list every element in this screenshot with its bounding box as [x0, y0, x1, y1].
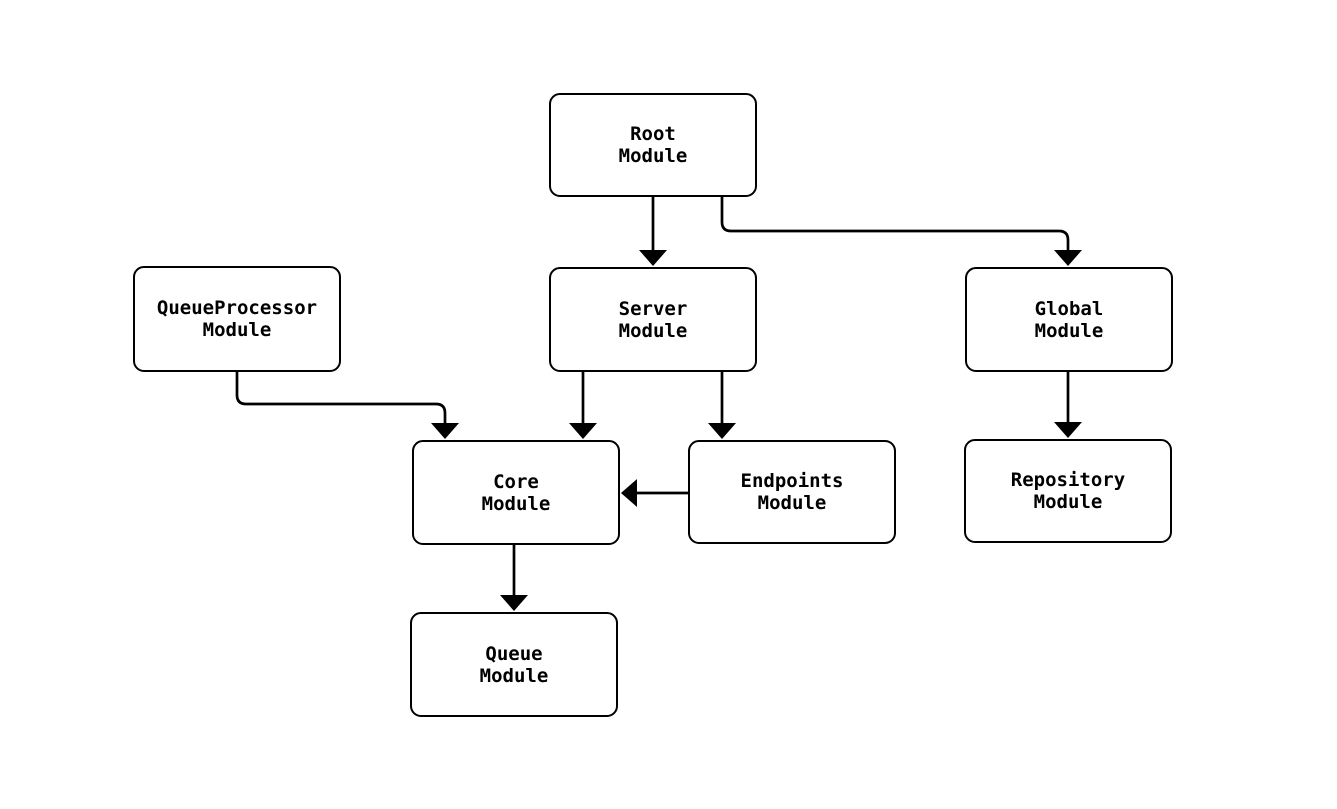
node-label-server-module: Server Module [618, 297, 688, 342]
node-label-repository-module: Repository Module [1010, 469, 1126, 513]
node-server-module: Server Module [549, 267, 757, 372]
node-label-queueprocessor-module: QueueProcessor Module [156, 297, 318, 341]
arrowhead-global-module-to-repository-module [1054, 422, 1082, 438]
node-label-queue-module: Queue Module [479, 642, 549, 687]
arrowhead-core-module-to-queue-module [500, 595, 528, 611]
node-label-endpoints-module: Endpoints Module [740, 470, 844, 514]
edge-root-module-to-global-module [720, 197, 1070, 250]
arrowhead-root-module-to-server-module [639, 250, 667, 266]
node-queueprocessor-module: QueueProcessor Module [133, 266, 341, 372]
edge-queueprocessor-module-to-core-module [235, 372, 447, 423]
node-global-module: Global Module [965, 267, 1173, 372]
node-core-module: Core Module [412, 440, 620, 545]
node-label-core-module: Core Module [481, 470, 551, 515]
arrowhead-server-module-to-core-module [569, 423, 597, 439]
node-label-root-module: Root Module [618, 123, 688, 167]
node-endpoints-module: Endpoints Module [688, 440, 896, 544]
arrowhead-endpoints-module-to-core-module [621, 479, 637, 507]
arrowhead-queueprocessor-module-to-core-module [431, 423, 459, 439]
node-root-module: Root Module [549, 93, 757, 197]
arrowhead-root-module-to-global-module [1054, 250, 1082, 266]
node-repository-module: Repository Module [964, 439, 1172, 543]
node-label-global-module: Global Module [1034, 297, 1104, 342]
node-queue-module: Queue Module [410, 612, 618, 717]
arrowhead-server-module-to-endpoints-module [708, 423, 736, 439]
